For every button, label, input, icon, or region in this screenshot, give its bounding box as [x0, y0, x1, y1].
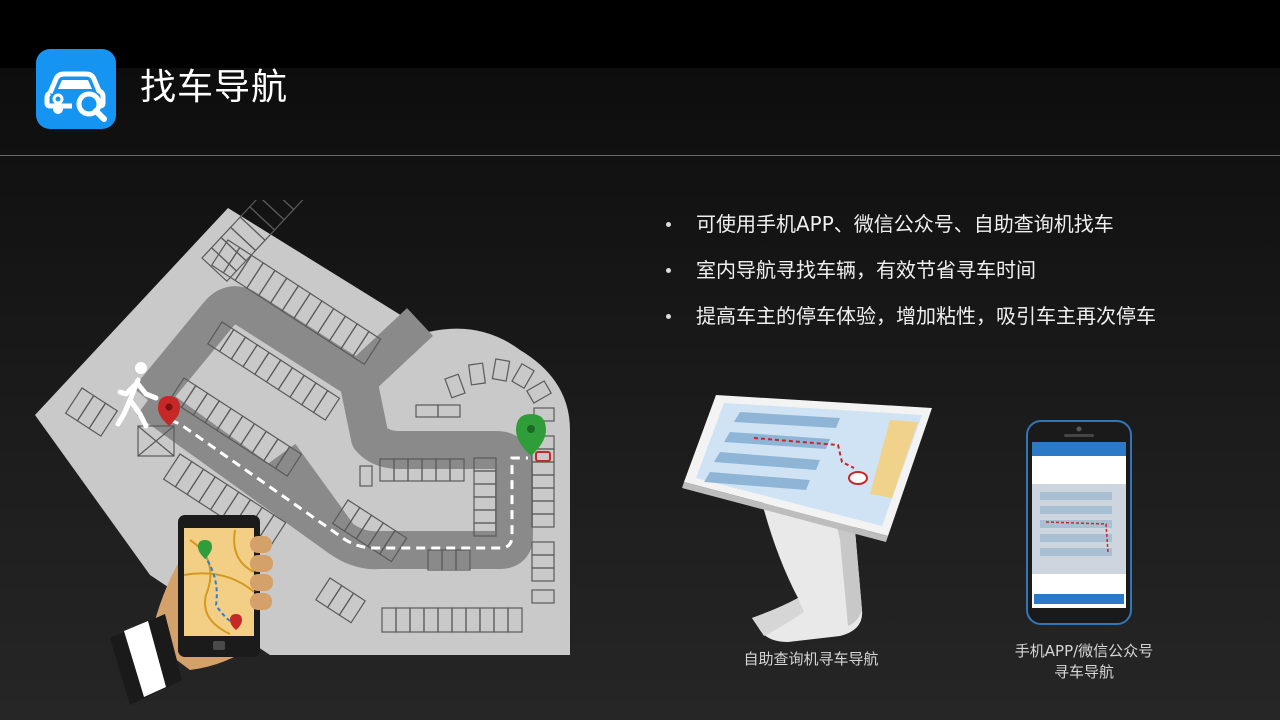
start-pin-icon — [158, 396, 180, 426]
feature-text: 室内导航寻找车辆，有效节省寻车时间 — [696, 258, 1036, 282]
bullet-icon — [666, 314, 671, 319]
feature-text: 可使用手机APP、微信公众号、自助查询机找车 — [696, 212, 1114, 236]
parking-lot-map-icon — [30, 134, 590, 714]
bullet-icon — [666, 222, 671, 227]
phone-caption-line: 寻车导航 — [1053, 663, 1114, 681]
feature-text: 提高车主的停车体验，增加粘性，吸引车主再次停车 — [696, 304, 1156, 328]
car-search-icon — [36, 49, 116, 129]
smartphone-device-icon — [1024, 420, 1134, 630]
kiosk-caption: 自助查询机寻车导航 — [743, 650, 879, 668]
feature-item: 室内导航寻找车辆，有效节省寻车时间 — [664, 253, 1156, 299]
phone-caption-line: 手机APP/微信公众号 — [1014, 642, 1154, 660]
car-pin-icon — [516, 414, 546, 456]
feature-list: 可使用手机APP、微信公众号、自助查询机找车 室内导航寻找车辆，有效节省寻车时间… — [664, 207, 1156, 345]
top-band — [0, 0, 1280, 68]
header-divider — [0, 155, 1280, 156]
feature-item: 提高车主的停车体验，增加粘性，吸引车主再次停车 — [664, 299, 1156, 345]
phone-caption: 手机APP/微信公众号 寻车导航 — [990, 641, 1178, 683]
kiosk-device-icon — [680, 390, 940, 649]
bullet-icon — [666, 268, 671, 273]
walking-person-icon — [115, 362, 159, 429]
feature-item: 可使用手机APP、微信公众号、自助查询机找车 — [664, 207, 1156, 253]
page-title: 找车导航 — [140, 67, 289, 108]
hand-with-phone-icon — [110, 515, 273, 705]
